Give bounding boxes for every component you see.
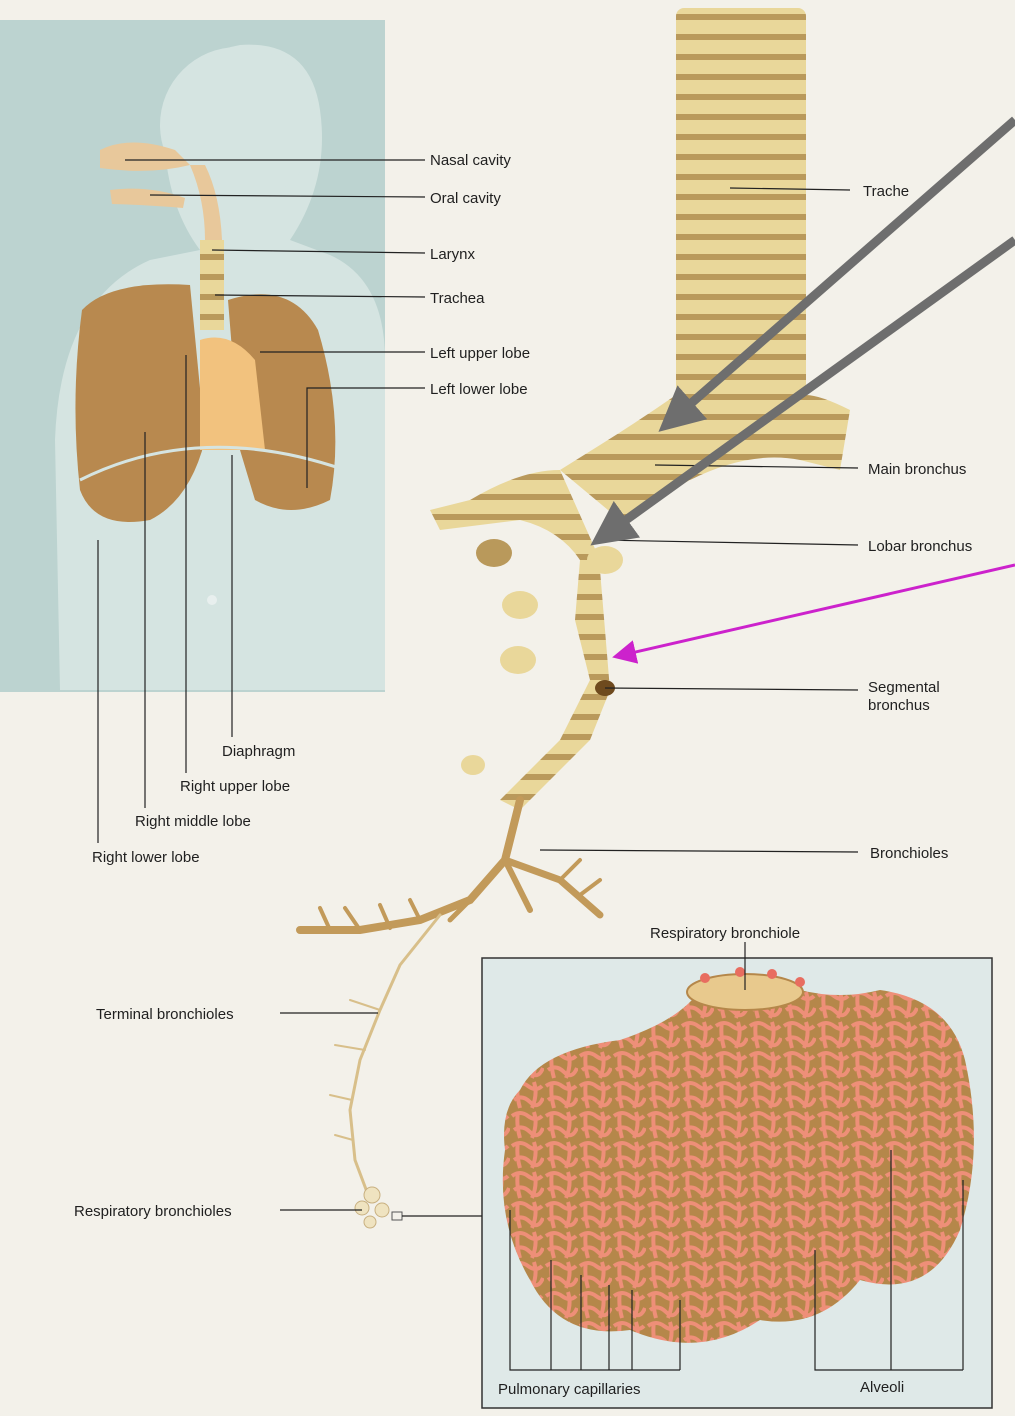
alveoli-inset [482,958,992,1408]
label-left-lower-lobe: Left lower lobe [430,381,528,398]
label-segmental-line1: Segmental [868,679,940,696]
label-lobar-bronchus: Lobar bronchus [868,538,972,555]
label-respiratory-bronchiole: Respiratory bronchiole [650,925,800,942]
label-left-upper-lobe: Left upper lobe [430,345,530,362]
label-nasal-cavity: Nasal cavity [430,152,511,169]
label-right-middle-lobe: Right middle lobe [135,813,251,830]
label-diaphragm: Diaphragm [222,743,295,760]
gray-arrow-lobar-bronchus [605,240,1015,535]
label-right-upper-lobe: Right upper lobe [180,778,290,795]
segmental-bronchi [461,520,623,810]
trachea-big-group [430,8,850,560]
label-trachea-big: Trache [863,183,909,200]
label-terminal-bronchioles: Terminal bronchioles [96,1006,234,1023]
respiratory-bronchioles-cluster [355,1187,402,1228]
navel [207,595,217,605]
head-shape [160,47,316,203]
label-respiratory-bronchioles: Respiratory bronchioles [74,1203,232,1220]
annotation-arrows [605,120,1015,656]
label-alveoli: Alveoli [860,1379,904,1396]
label-main-bronchus: Main bronchus [868,461,966,478]
torso-panel [0,20,385,692]
label-larynx: Larynx [430,246,476,263]
label-right-lower-lobe: Right lower lobe [92,849,200,866]
label-segmental-line2: bronchus [868,697,930,714]
label-pulmonary-capillaries: Pulmonary capillaries [498,1381,641,1398]
label-oral-cavity: Oral cavity [430,190,501,207]
trachea-big-shape [676,8,806,403]
label-trachea-small: Trachea [430,290,485,307]
label-bronchioles: Bronchioles [870,845,948,862]
main-bronchus-shape [560,395,850,520]
magenta-arrow-segmental [618,565,1015,656]
small-trachea-shape [200,240,224,330]
